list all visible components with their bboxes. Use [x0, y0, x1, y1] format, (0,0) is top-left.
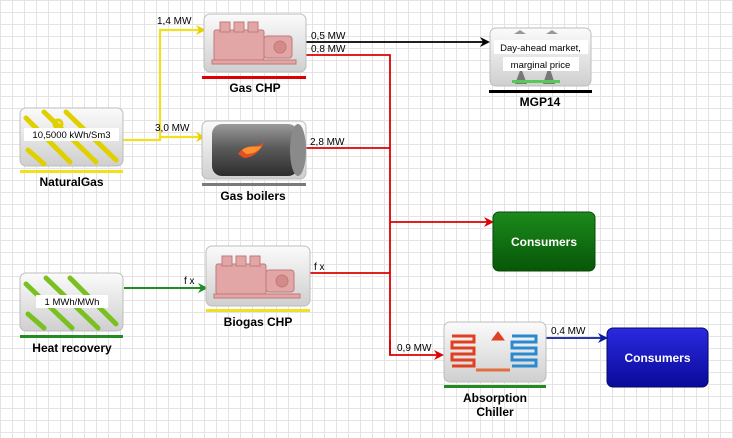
flow-label-chiller-out: 0,4 MW [551, 326, 586, 337]
flow-label-chp-to-market: 0,5 MW [311, 31, 346, 42]
node-consumers-cold[interactable]: Consumers [606, 327, 709, 388]
node-heat-recovery[interactable]: 1 MWh/MWh Heat recovery [19, 272, 124, 355]
boiler-flame-icon [212, 124, 306, 176]
gas-flow-to-chp [123, 25, 206, 142]
node-consumers-heat[interactable]: Consumers [492, 211, 596, 272]
heat-recovery-value: 1 MWh/MWh [45, 297, 100, 308]
heat-flow-to-chiller [389, 340, 444, 360]
flow-label-chp-heat: 0,8 MW [311, 44, 346, 55]
chp-engine-icon [211, 21, 297, 65]
heat-recovery-label: Heat recovery [32, 341, 112, 355]
node-gas-chp[interactable]: Gas CHP [202, 13, 307, 95]
flow-label-gas-to-boilers: 3,0 MW [155, 123, 190, 134]
flow-label-boilers-heat: 2,8 MW [310, 137, 345, 148]
chiller-label-line1: Absorption [463, 391, 527, 405]
mgp14-line2: marginal price [511, 60, 571, 71]
flow-label-biogas-heat: f x [314, 262, 325, 273]
heat-flow-chp [306, 54, 391, 355]
node-absorption-chiller[interactable]: Absorption Chiller [443, 321, 547, 419]
market-towers-icon [512, 30, 560, 84]
mgp14-line1: Day-ahead market, [500, 43, 581, 54]
chiller-label-line2: Chiller [476, 405, 514, 419]
biogas-chp-label: Biogas CHP [224, 315, 293, 329]
node-mgp14[interactable]: Day-ahead market, marginal price MGP14 [489, 27, 592, 109]
gas-chp-label: Gas CHP [229, 81, 280, 95]
chiller-coils-icon [450, 331, 538, 372]
chp-engine-icon [213, 255, 301, 299]
natural-gas-value: 10,5000 kWh/Sm3 [32, 130, 110, 141]
flow-label-gas-to-chp: 1,4 MW [157, 16, 192, 27]
natural-gas-label: NaturalGas [39, 175, 103, 189]
gas-boilers-label: Gas boilers [220, 189, 286, 203]
node-gas-boilers[interactable]: Gas boilers [201, 120, 307, 203]
consumers-cold-label: Consumers [624, 351, 690, 365]
consumers-heat-label: Consumers [511, 235, 577, 249]
flow-label-to-chiller: 0,9 MW [397, 343, 432, 354]
node-biogas-chp[interactable]: Biogas CHP [205, 245, 311, 329]
flow-label-recovery-in: f x [184, 276, 195, 287]
mgp14-label: MGP14 [520, 95, 561, 109]
node-natural-gas[interactable]: 10,5000 kWh/Sm3 NaturalGas [19, 107, 124, 189]
gas-flow-to-boilers [158, 132, 206, 142]
